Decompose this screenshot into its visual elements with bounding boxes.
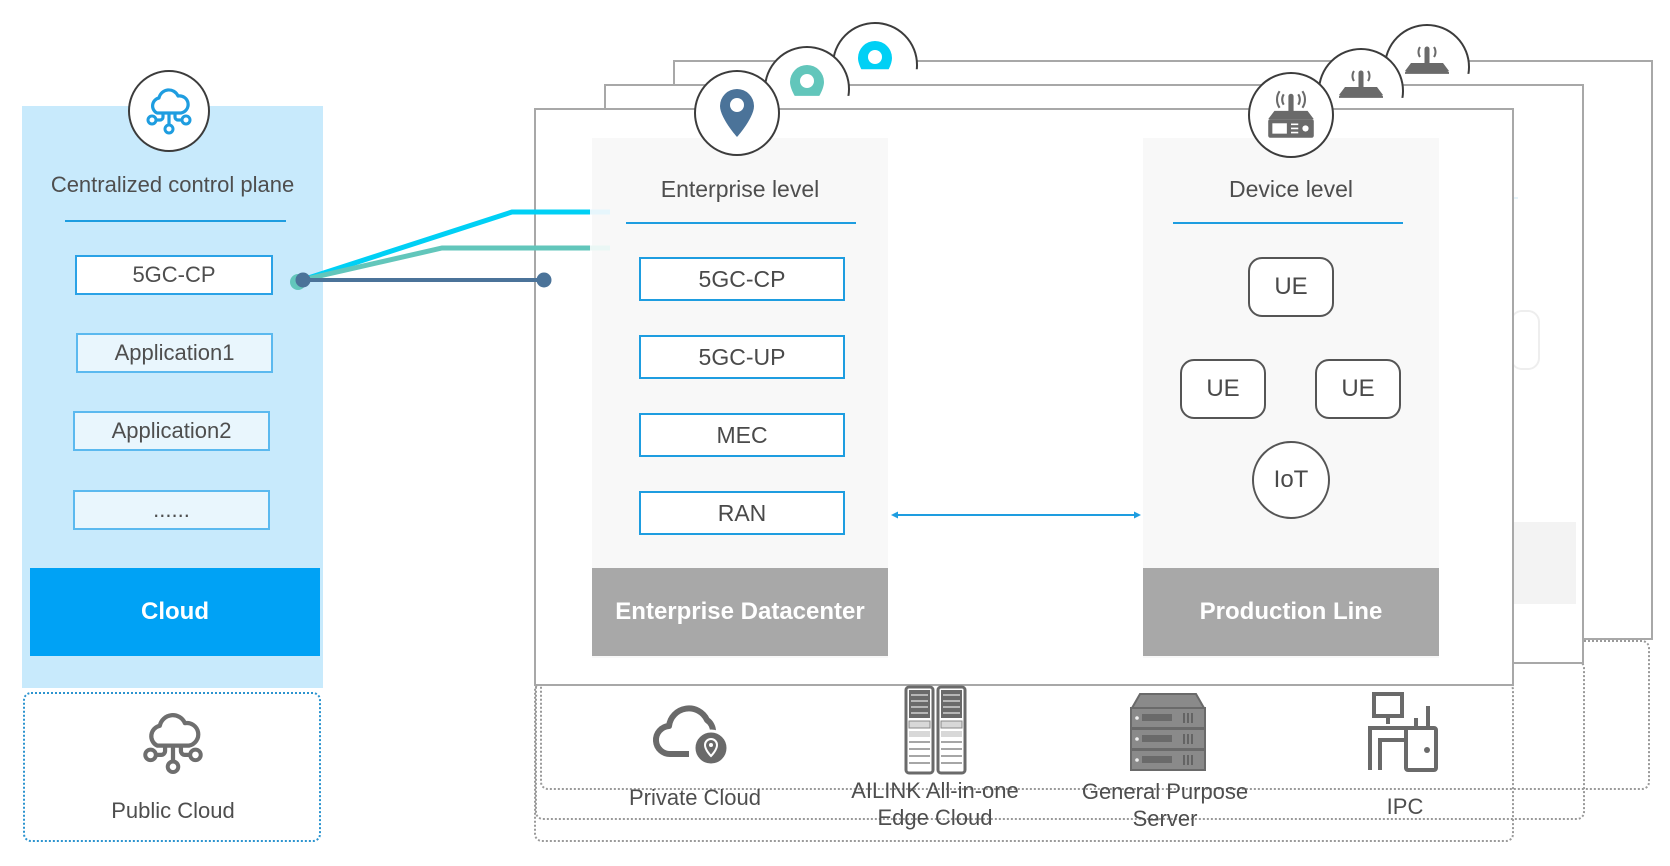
site-3-link	[301, 209, 590, 283]
link-origin-dot	[295, 272, 311, 288]
site-links	[290, 209, 610, 290]
enterprise-item-mec[interactable]: MEC	[639, 413, 845, 457]
device-node-ue-top[interactable]: UE	[1248, 257, 1334, 317]
server-stack-icon	[1130, 693, 1206, 771]
cloud-footer: Cloud	[30, 568, 320, 656]
device-node-iot[interactable]: IoT	[1252, 441, 1330, 519]
enterprise-item-5gc-cp[interactable]: 5GC-CP	[639, 257, 845, 301]
device-title: Device level	[1229, 176, 1353, 202]
ailink-label-line2: Edge Cloud	[877, 805, 993, 830]
public-cloud-box	[23, 692, 321, 842]
ccp-item-5gc-cp[interactable]: 5GC-CP	[75, 255, 273, 295]
enterprise-datacenter-footer: Enterprise Datacenter	[592, 568, 888, 656]
cloud-network-icon	[143, 713, 203, 775]
ailink-label-line1: AILINK All-in-one	[851, 778, 1019, 803]
device-node-ue-left[interactable]: UE	[1180, 359, 1266, 419]
ccp-divider	[65, 220, 286, 222]
rack-right	[936, 685, 967, 775]
wireless-router-icon	[1268, 90, 1314, 138]
enterprise-pin-badge	[694, 70, 780, 156]
gps-label-line2: Server	[1132, 806, 1198, 831]
enterprise-title: Enterprise level	[660, 176, 820, 202]
gps-label-line1: General Purpose	[1081, 779, 1249, 804]
ghost-footer	[1508, 522, 1576, 604]
ccp-item-application2[interactable]: Application2	[73, 411, 270, 451]
ailink-edge-cloud-label: AILINK All-in-one Edge Cloud	[835, 777, 1035, 831]
private-cloud-icon	[652, 705, 730, 767]
wireless-router-icon	[1339, 70, 1383, 98]
cloud-network-icon	[146, 88, 192, 135]
enterprise-item-5gc-up[interactable]: 5GC-UP	[639, 335, 845, 379]
private-cloud-label: Private Cloud	[628, 785, 762, 810]
location-pin-icon	[720, 89, 754, 137]
ghost-ue	[1510, 310, 1540, 370]
ccp-item-more[interactable]: ......	[73, 490, 270, 530]
site-2-link	[301, 245, 590, 283]
device-node-ue-right[interactable]: UE	[1315, 359, 1401, 419]
enterprise-divider	[626, 222, 856, 224]
rack-left	[904, 685, 935, 775]
server-rack-icon	[904, 685, 967, 775]
enterprise-item-ran[interactable]: RAN	[639, 491, 845, 535]
ipc-label: IPC	[1386, 794, 1424, 819]
ran-device-link-arrow	[891, 511, 1141, 519]
ccp-title: Centralized control plane	[50, 172, 295, 197]
location-pin-icon	[858, 41, 892, 70]
public-cloud-label: Public Cloud	[111, 798, 235, 823]
link-end-dot	[536, 272, 552, 288]
location-pin-icon	[790, 65, 824, 96]
production-line-footer: Production Line	[1143, 568, 1439, 656]
ccp-item-application1[interactable]: Application1	[76, 333, 273, 373]
general-purpose-server-label: General Purpose Server	[1065, 778, 1265, 832]
industrial-pc-icon	[1368, 692, 1438, 772]
device-divider	[1173, 222, 1403, 224]
ccp-icon-badge	[128, 70, 210, 152]
wireless-router-icon	[1405, 46, 1449, 74]
device-router-badge	[1248, 72, 1334, 158]
